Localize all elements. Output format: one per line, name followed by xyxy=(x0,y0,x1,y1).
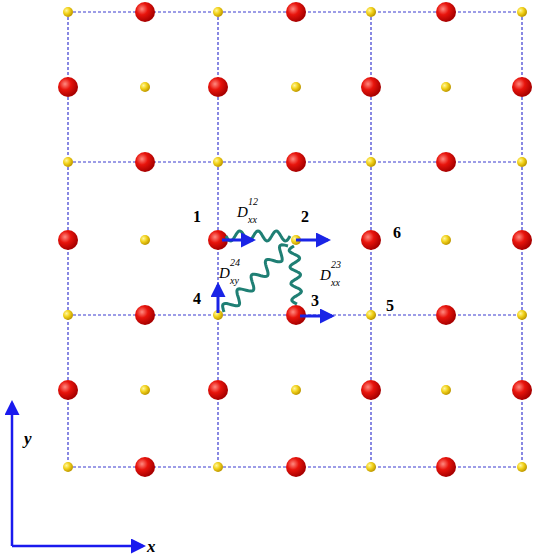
large-atom xyxy=(208,380,228,400)
axis-label: x xyxy=(147,538,156,555)
small-atom xyxy=(291,385,301,395)
displacement-arrow xyxy=(217,285,220,313)
axis-label: y xyxy=(24,430,32,447)
axis-arrow xyxy=(12,545,143,548)
atoms xyxy=(58,2,532,477)
axes xyxy=(12,403,143,546)
small-atom xyxy=(140,82,150,92)
large-atom xyxy=(361,380,381,400)
callout-number: 4 xyxy=(193,291,201,307)
large-atom xyxy=(135,305,155,325)
spring xyxy=(289,246,301,304)
spring xyxy=(223,245,288,312)
callout-number: 1 xyxy=(193,209,201,225)
large-atom xyxy=(286,152,306,172)
small-atom xyxy=(366,7,376,17)
large-atom xyxy=(512,77,532,97)
small-atom xyxy=(213,462,223,472)
superscript-index: 23 xyxy=(331,260,341,270)
large-atom xyxy=(58,230,78,250)
large-atom xyxy=(286,2,306,22)
subscript-index: xx xyxy=(331,278,340,288)
large-atom xyxy=(436,152,456,172)
large-atom xyxy=(436,305,456,325)
callout-number: 5 xyxy=(386,298,394,314)
large-atom xyxy=(512,230,532,250)
large-atom xyxy=(135,152,155,172)
large-atom xyxy=(58,77,78,97)
coefficient-symbol: D xyxy=(237,205,248,220)
springs xyxy=(223,231,302,312)
small-atom xyxy=(517,462,527,472)
displacement-arrow xyxy=(222,239,253,242)
small-atom xyxy=(366,462,376,472)
large-atom xyxy=(135,457,155,477)
coefficient-symbol: D xyxy=(219,266,230,281)
small-atom xyxy=(517,310,527,320)
small-atom xyxy=(140,385,150,395)
small-atom xyxy=(441,385,451,395)
subscript-index: xy xyxy=(230,276,239,286)
small-atom xyxy=(366,157,376,167)
displacement-arrow xyxy=(296,239,328,242)
small-atom xyxy=(517,157,527,167)
small-atom xyxy=(291,82,301,92)
large-atom xyxy=(286,457,306,477)
superscript-index: 12 xyxy=(248,197,258,207)
grid-lines xyxy=(68,12,522,467)
large-atom xyxy=(436,457,456,477)
callout-number: 6 xyxy=(393,225,401,241)
large-atom xyxy=(135,2,155,22)
small-atom xyxy=(441,235,451,245)
small-atom xyxy=(63,310,73,320)
large-atom xyxy=(361,77,381,97)
large-atom xyxy=(512,380,532,400)
large-atom xyxy=(361,230,381,250)
displacement-arrow xyxy=(300,315,332,318)
small-atom xyxy=(140,235,150,245)
callout-number: 3 xyxy=(311,293,319,309)
small-atom xyxy=(441,82,451,92)
small-atom xyxy=(213,157,223,167)
displacement-arrows xyxy=(218,240,332,316)
large-atom xyxy=(436,2,456,22)
small-atom xyxy=(63,462,73,472)
large-atom xyxy=(58,380,78,400)
small-atom xyxy=(517,7,527,17)
callout-number: 2 xyxy=(301,209,309,225)
small-atom xyxy=(63,7,73,17)
large-atom xyxy=(208,77,228,97)
subscript-index: xx xyxy=(248,215,257,225)
coefficient-symbol: D xyxy=(320,268,331,283)
small-atom xyxy=(213,7,223,17)
small-atom xyxy=(63,157,73,167)
axis-arrow xyxy=(11,403,14,546)
small-atom xyxy=(366,310,376,320)
superscript-index: 24 xyxy=(230,258,240,268)
